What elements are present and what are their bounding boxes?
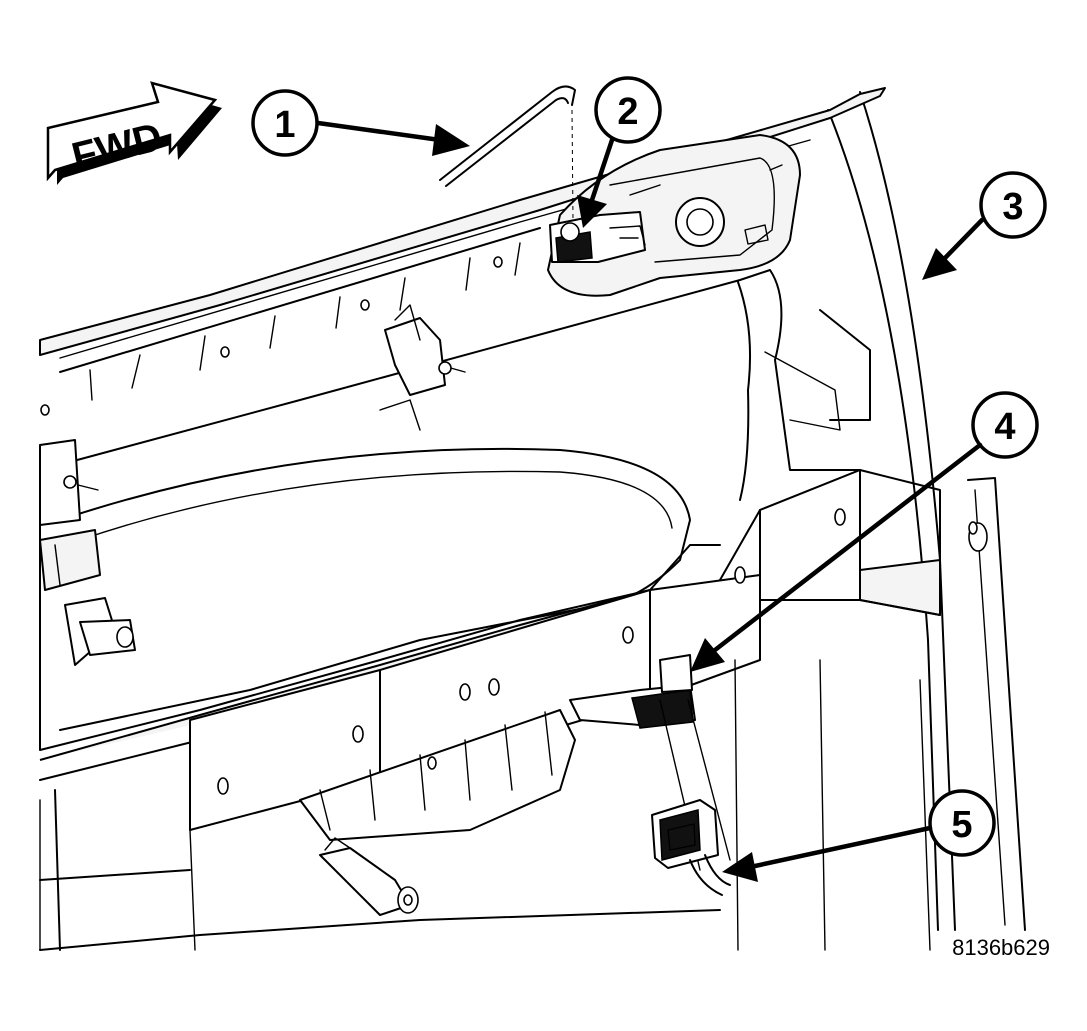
door-trim-panel bbox=[39, 269, 871, 751]
callout-4-number: 4 bbox=[994, 406, 1015, 448]
trim-clip-lower-left bbox=[64, 597, 136, 666]
door-top-sill bbox=[39, 87, 886, 416]
harness-connector-bracket bbox=[569, 654, 731, 871]
wire-connector bbox=[651, 799, 731, 896]
callout-3-number: 3 bbox=[1002, 186, 1023, 228]
lower-door-pocket bbox=[299, 709, 576, 841]
callout-2-number: 2 bbox=[617, 91, 638, 133]
callout-2: 2 bbox=[577, 76, 662, 228]
forward-direction-arrow: FWD bbox=[46, 81, 222, 185]
callout-5: 5 bbox=[722, 789, 996, 882]
linkage-rod bbox=[439, 85, 576, 221]
trim-clip-upper bbox=[379, 304, 466, 431]
callout-3: 3 bbox=[922, 171, 1047, 280]
trim-clip-bottom bbox=[319, 837, 419, 916]
callout-1: 1 bbox=[251, 89, 470, 157]
figure-id: 8136b629 bbox=[952, 935, 1050, 960]
trim-clip-left bbox=[39, 439, 101, 591]
inside-handle-bezel bbox=[547, 134, 801, 297]
callout-5-number: 5 bbox=[951, 804, 972, 846]
callout-1-number: 1 bbox=[274, 104, 295, 146]
callout-4: 4 bbox=[690, 391, 1039, 672]
